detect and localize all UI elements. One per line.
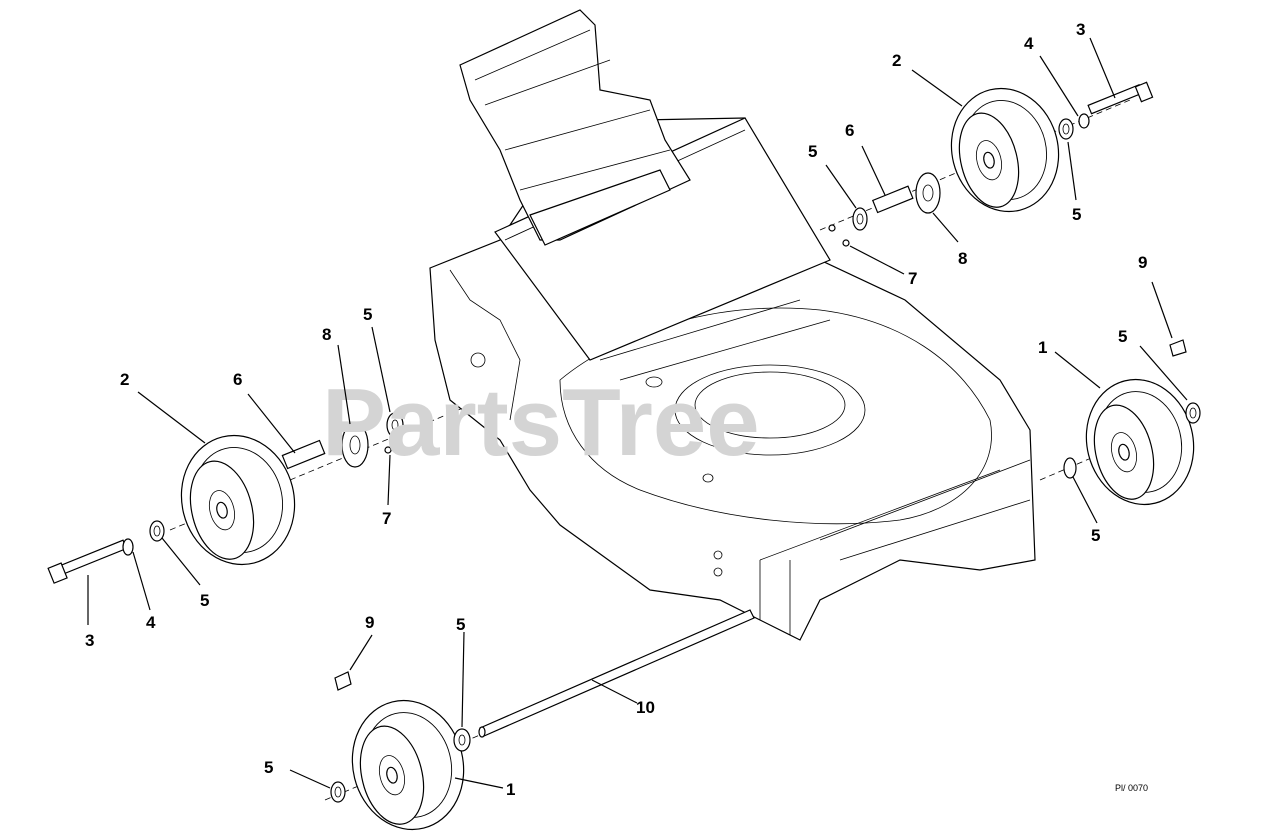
handle-bracket (459, 9, 691, 246)
callout-labels: 2 6 8 5 7 3 4 5 2 4 3 6 5 5 8 7 9 1 5 5 … (85, 20, 1147, 799)
clip-left (334, 671, 352, 691)
callout-8-right: 8 (958, 249, 967, 268)
callout-5-left-inner: 5 (363, 305, 372, 324)
callout-4-right: 4 (1024, 34, 1034, 53)
hardware-parts (47, 81, 1201, 803)
callout-10: 10 (636, 698, 655, 717)
callout-5-right-inner: 5 (808, 142, 817, 161)
callout-5-front-right-inner: 5 (1091, 526, 1100, 545)
wheel-right-rear (950, 87, 1060, 213)
wheel-left-rear (180, 434, 296, 566)
callout-3-right: 3 (1076, 20, 1085, 39)
bearing-left-inner (386, 412, 404, 438)
clip-right (1169, 339, 1187, 357)
watermark: PartsTree (322, 369, 760, 476)
figure-code: Pl/ 0070 (1115, 783, 1148, 793)
gear-right (915, 172, 941, 214)
callout-7-left: 7 (382, 509, 391, 528)
bearing-front-right-inner (1063, 457, 1077, 479)
spacer-left (281, 439, 326, 470)
callout-1-left: 1 (506, 780, 515, 799)
wheel-front-left (351, 699, 465, 831)
bearing-right-inner (852, 207, 868, 231)
callout-1-right: 1 (1038, 338, 1047, 357)
callout-5-right-outer: 5 (1072, 205, 1081, 224)
callout-4-left: 4 (146, 613, 156, 632)
callout-8-left: 8 (322, 325, 331, 344)
bearing-left-outer (149, 520, 165, 542)
bearing-front-left-outer (330, 781, 346, 803)
gear-left (341, 422, 369, 468)
callout-9-left: 9 (365, 613, 374, 632)
callout-3-left: 3 (85, 631, 94, 650)
callout-5-front-left-inner: 5 (456, 615, 465, 634)
washer-right (1078, 113, 1090, 129)
bearing-front-right-outer (1185, 402, 1201, 424)
washer-left (122, 538, 134, 556)
callout-9-right: 9 (1138, 253, 1147, 272)
leader-lines (87, 37, 1188, 789)
bolt-right (1087, 83, 1144, 115)
callout-5-left-outer: 5 (200, 591, 209, 610)
callout-2-left: 2 (120, 370, 129, 389)
callout-5-front-left-outer: 5 (264, 758, 273, 777)
bearing-front-left-inner (453, 728, 471, 752)
bearing-right-outer (1058, 118, 1074, 140)
callout-5-front-right-outer: 5 (1118, 327, 1127, 346)
spacer-right (871, 185, 914, 214)
callout-6-left: 6 (233, 370, 242, 389)
callout-6-right: 6 (845, 121, 854, 140)
callout-7-right: 7 (908, 269, 917, 288)
rear-axle (478, 609, 755, 738)
wheel-front-right (1085, 378, 1195, 506)
callout-2-right: 2 (892, 51, 901, 70)
